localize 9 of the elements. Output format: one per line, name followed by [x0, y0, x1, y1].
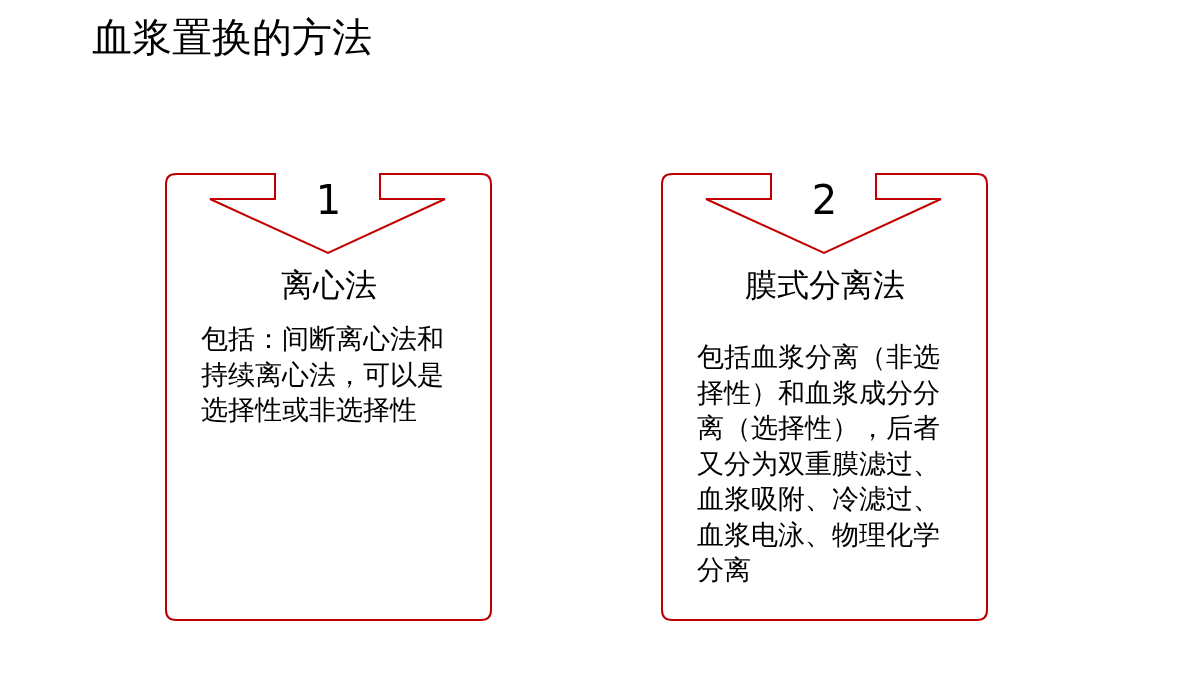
card-heading: 膜式分离法 — [743, 265, 906, 305]
slide-title: 血浆置换的方法 — [92, 13, 372, 62]
step-number: 1 — [314, 176, 343, 225]
card-body: 包括：间断离心法和持续离心法，可以是选择性或非选择性 — [201, 322, 445, 427]
notched-card — [165, 173, 492, 621]
card-heading: 离心法 — [279, 265, 378, 305]
step-number: 2 — [810, 176, 839, 225]
notched-card — [661, 173, 988, 621]
card-body: 包括血浆分离（非选择性）和血浆成分分离（选择性），后者又分为双重膜滤过、血浆吸附、冷滤过、血浆电泳、物理化学分离 — [697, 340, 941, 587]
